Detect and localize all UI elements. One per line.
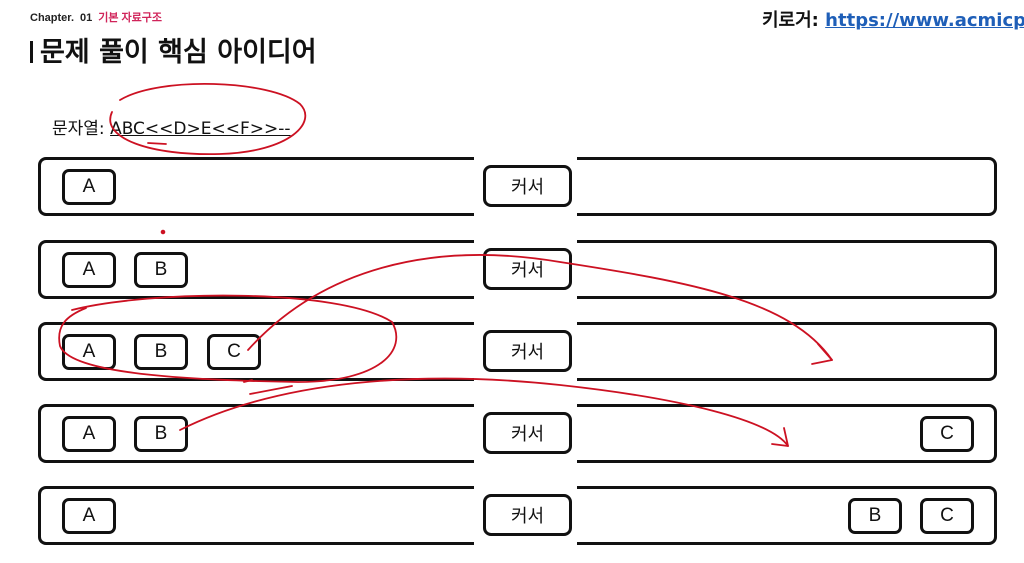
right-stack-2 — [577, 240, 997, 299]
left-char-box: A — [62, 169, 116, 205]
right-stack-1 — [577, 157, 997, 216]
cursor-box: 커서 — [483, 412, 572, 454]
right-char-box: B — [848, 498, 902, 534]
left-char-box: A — [62, 334, 116, 370]
left-char-box: B — [134, 252, 188, 288]
left-char-box: A — [62, 416, 116, 452]
left-char-box: A — [62, 498, 116, 534]
right-char-box: C — [920, 498, 974, 534]
chapter-topic: 기본 자료구조 — [98, 12, 163, 24]
left-char-box: C — [207, 334, 261, 370]
cursor-box: 커서 — [483, 330, 572, 372]
left-char-box: B — [134, 416, 188, 452]
input-string-value: ABC<<D>E<<F>>-- — [110, 119, 291, 139]
keyword-url-link[interactable]: https://www.acmicpc.n — [825, 10, 1024, 31]
input-string: 문자열: ABC<<D>E<<F>>-- — [52, 114, 291, 139]
keyword-reference: 키로거: https://www.acmicpc.n — [762, 6, 1024, 32]
input-string-label: 문자열: — [52, 119, 105, 139]
slide-title-text: 문제 풀이 핵심 아이디어 — [40, 37, 317, 68]
chapter-label-text: Chapter. — [30, 12, 75, 24]
cursor-box: 커서 — [483, 494, 572, 536]
keyword-label: 키로거: — [762, 10, 819, 31]
title-bar-decoration — [30, 41, 33, 63]
dot-mark — [160, 229, 166, 235]
right-stack-5 — [577, 486, 997, 545]
chapter-label: Chapter. 01 기본 자료구조 — [30, 9, 162, 25]
cursor-box: 커서 — [483, 165, 572, 207]
underline-abc-mark — [147, 142, 167, 145]
stroke-under-box-c — [249, 385, 293, 395]
left-char-box: B — [134, 334, 188, 370]
left-char-box: A — [62, 252, 116, 288]
cursor-box: 커서 — [483, 248, 572, 290]
slide-title: 문제 풀이 핵심 아이디어 — [30, 30, 317, 69]
right-char-box: C — [920, 416, 974, 452]
chapter-number: 01 — [80, 12, 93, 24]
right-stack-3 — [577, 322, 997, 381]
